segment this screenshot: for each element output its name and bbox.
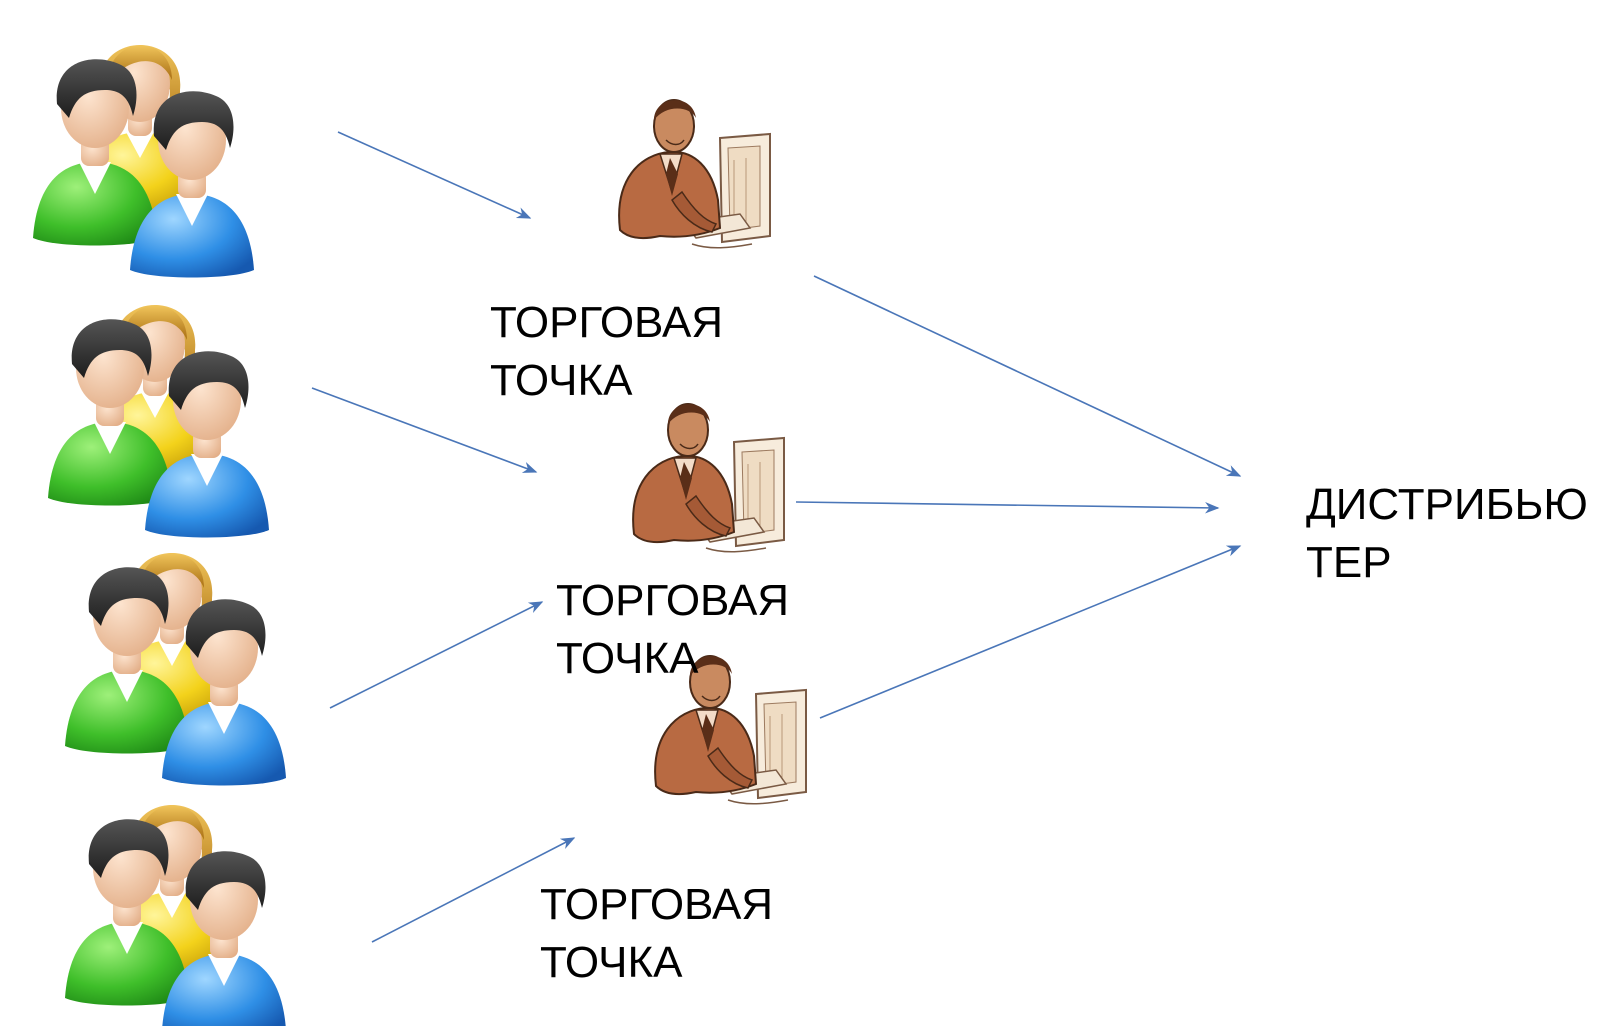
sales-point-label-line2: ТОЧКА <box>540 938 683 987</box>
people-group-icon <box>48 305 269 538</box>
edge-sales-point-3-to-distributor <box>819 545 1242 719</box>
distributor-label-line2: ТЕР <box>1306 538 1392 587</box>
sales-point-label-line2: ТОЧКА <box>556 634 699 683</box>
sales-point-label-line1: ТОРГОВАЯ <box>540 880 774 929</box>
people-group-icon <box>33 45 254 278</box>
sales-point-label-line1: ТОРГОВАЯ <box>556 576 790 625</box>
sales-point-label-line1: ТОРГОВАЯ <box>490 298 724 347</box>
clerk-at-computer-icon <box>632 403 785 553</box>
customer-group-4 <box>65 805 286 1026</box>
customer-group-1 <box>33 45 254 278</box>
sales-point-label-1: ТОРГОВАЯ ТОЧКА <box>490 294 723 410</box>
distributor-label: ДИСТРИБЬЮ ТЕР <box>1306 476 1588 592</box>
sales-point-label-3: ТОРГОВАЯ ТОЧКА <box>540 876 773 992</box>
edge-sales-point-1-to-distributor <box>813 275 1242 477</box>
edge-sales-point-2-to-distributor <box>795 501 1220 514</box>
edge-customers-2-to-sales-point-2 <box>311 387 538 473</box>
people-group-icon <box>65 805 286 1026</box>
edge-customers-3-to-sales-point-2 <box>329 601 544 709</box>
edges <box>311 131 1242 943</box>
edge-customers-1-to-sales-point-1 <box>337 131 532 219</box>
customer-group-3 <box>65 553 286 786</box>
people-group-icon <box>65 553 286 786</box>
customer-group-2 <box>48 305 269 538</box>
sales-point-label-line2: ТОЧКА <box>490 356 633 405</box>
edge-customers-4-to-sales-point-3 <box>371 837 576 943</box>
clerk-at-computer-icon <box>618 99 771 249</box>
sales-point-label-2: ТОРГОВАЯ ТОЧКА <box>556 572 789 688</box>
distributor-label-line1: ДИСТРИБЬЮ <box>1306 480 1588 529</box>
